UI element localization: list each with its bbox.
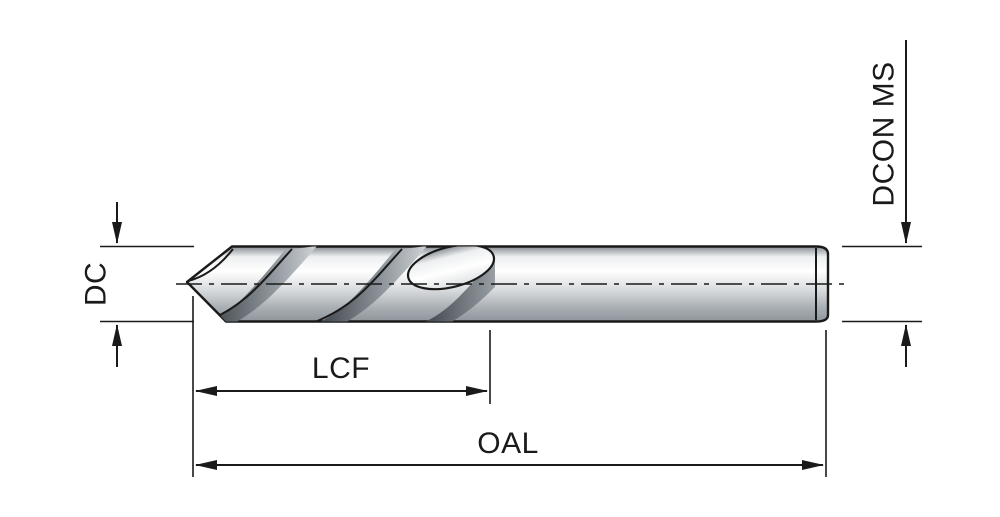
flute-edge-curve	[314, 248, 403, 322]
flute-shading-bands	[205, 246, 495, 322]
flute-band	[205, 246, 317, 322]
drill-body-group	[185, 245, 830, 323]
dim-oal	[195, 330, 827, 477]
flute-runout-ellipse	[406, 246, 496, 291]
dimension-lines	[100, 40, 922, 477]
oal-label: OAL	[477, 427, 539, 460]
lcf-label: LCF	[312, 352, 370, 385]
dim-dc	[100, 202, 194, 367]
tip-cutting-lip-curve	[187, 248, 234, 282]
dcon-ms-label: DCON MS	[868, 61, 901, 206]
flute-section	[187, 246, 496, 322]
dim-lcf	[192, 296, 491, 477]
flute-band	[420, 246, 495, 322]
dc-label: DC	[80, 262, 113, 306]
dimension-labels: DC DCON MS LCF OAL	[80, 61, 901, 460]
flute-band	[315, 246, 427, 322]
dim-dcon	[842, 40, 922, 367]
